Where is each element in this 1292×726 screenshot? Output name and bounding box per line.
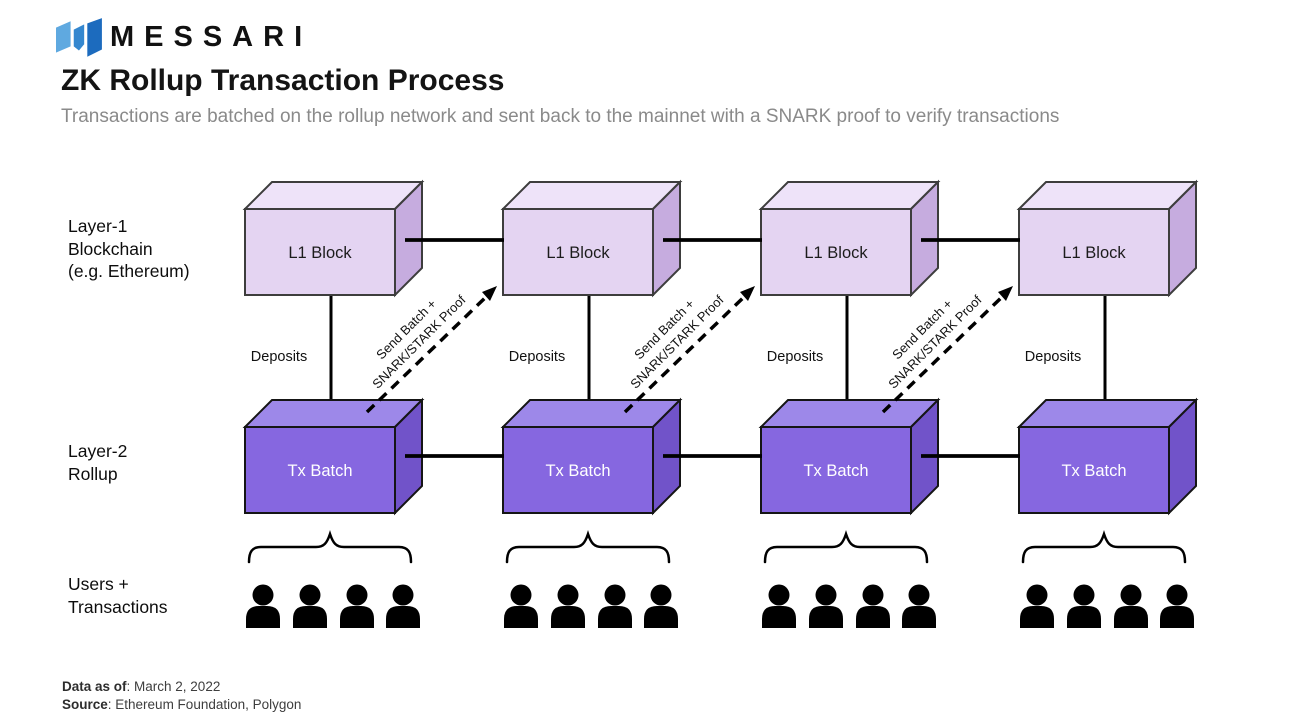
tx-batch-top-face <box>242 399 425 428</box>
user-icon <box>504 584 538 628</box>
send-batch-label: Send Batch + SNARK/STARK Proof <box>369 292 469 392</box>
row-label-line: Blockchain <box>68 238 153 259</box>
users-brace <box>505 530 671 564</box>
user-icon <box>1067 584 1101 628</box>
send-batch-arrow: Send Batch + SNARK/STARK Proof <box>365 286 497 414</box>
row-label-users: Users + Transactions <box>68 573 168 618</box>
l1-block-front-face <box>760 208 912 296</box>
user-icon <box>902 584 936 628</box>
page-subtitle: Transactions are batched on the rollup n… <box>61 106 1060 127</box>
footer-source-value: : Ethereum Foundation, Polygon <box>107 696 302 712</box>
tx-batch-top-face <box>758 399 941 428</box>
users-brace <box>763 530 929 564</box>
deposit-arrow <box>1097 296 1113 417</box>
user-icon <box>551 584 585 628</box>
l1-block-top-face <box>758 181 941 210</box>
row-label-line: Rollup <box>68 463 118 484</box>
l1-block-box: L1 Block <box>242 179 425 298</box>
arrow-up-right-icon <box>740 286 755 301</box>
user-icon <box>246 584 280 628</box>
l1-block-box: L1 Block <box>1016 179 1199 298</box>
user-icon <box>1114 584 1148 628</box>
l1-block-box: L1 Block <box>500 179 683 298</box>
tx-batch-box: Tx Batch <box>500 397 683 516</box>
tx-batch-front-face <box>760 426 912 514</box>
user-icon <box>340 584 374 628</box>
tx-batch-top-face <box>1016 399 1199 428</box>
deposits-label: Deposits <box>1025 349 1081 365</box>
l1-block-top-face <box>242 181 425 210</box>
footer-source-label: Source <box>62 696 108 712</box>
send-batch-arrow: Send Batch + SNARK/STARK Proof <box>623 286 755 414</box>
deposits-label: Deposits <box>509 349 565 365</box>
row-label-line: (e.g. Ethereum) <box>68 261 190 281</box>
tx-batch-label: Tx Batch <box>803 462 868 480</box>
row-label-line: Layer-1 <box>68 216 128 236</box>
l1-block-box: L1 Block <box>758 179 941 298</box>
deposit-arrow <box>581 296 597 417</box>
l1-block-label: L1 Block <box>1062 244 1126 262</box>
user-icon <box>809 584 843 628</box>
messari-logo-icon <box>56 18 102 57</box>
l1-block-label: L1 Block <box>288 244 352 262</box>
footer: Data as of: March 2, 2022 Source: Ethere… <box>62 678 301 713</box>
diagram-column: L1 Block Deposits Tx Batch <box>758 179 941 628</box>
user-icon <box>856 584 890 628</box>
tx-batch-front-face <box>1018 426 1170 514</box>
tx-batch-box: Tx Batch <box>1016 397 1199 516</box>
user-icon <box>1020 584 1054 628</box>
tx-batch-front-face <box>244 426 396 514</box>
tx-batch-label: Tx Batch <box>545 462 610 480</box>
tx-batch-front-face <box>502 426 654 514</box>
deposits-label: Deposits <box>251 349 307 365</box>
footer-data-as-of-value: : March 2, 2022 <box>126 679 221 694</box>
user-icon <box>1160 584 1194 628</box>
send-batch-arrow: Send Batch + SNARK/STARK Proof <box>881 286 1013 414</box>
row-label-layer1: Layer-1 Blockchain (e.g. Ethereum) <box>68 215 190 283</box>
users-brace <box>247 530 413 564</box>
send-batch-label: Send Batch + SNARK/STARK Proof <box>885 292 985 392</box>
arrow-up-right-icon <box>482 286 497 301</box>
l1-block-front-face <box>502 208 654 296</box>
diagram-column: L1 Block Deposits Tx Batch <box>500 179 683 628</box>
row-label-line: Users + <box>68 574 129 594</box>
row-label-layer2: Layer-2 Rollup <box>68 440 127 485</box>
diagram-column: L1 Block Deposits Tx Batch <box>242 179 425 628</box>
tx-batch-box: Tx Batch <box>758 397 941 516</box>
l1-block-label: L1 Block <box>546 244 610 262</box>
tx-batch-box: Tx Batch <box>242 397 425 516</box>
footer-data-as-of-label: Data as of <box>62 679 127 694</box>
users-brace <box>1021 530 1187 564</box>
brand-name: MESSARI <box>110 21 313 53</box>
user-icon <box>644 584 678 628</box>
deposits-label: Deposits <box>767 349 823 365</box>
l1-block-top-face <box>1016 181 1199 210</box>
deposit-arrow <box>323 296 339 417</box>
user-icon <box>762 584 796 628</box>
l1-block-front-face <box>1018 208 1170 296</box>
tx-batch-top-face <box>500 399 683 428</box>
user-icon <box>386 584 420 628</box>
footer-data-as-of: Data as of: March 2, 2022 <box>62 678 301 696</box>
l1-block-top-face <box>500 181 683 210</box>
row-label-line: Layer-2 <box>68 441 128 461</box>
deposit-arrow <box>839 296 855 417</box>
diagram-column: L1 Block Deposits Tx Batch <box>1016 179 1199 628</box>
user-icon <box>598 584 632 628</box>
user-icon <box>293 584 327 628</box>
tx-batch-label: Tx Batch <box>1061 462 1126 480</box>
arrow-up-right-icon <box>998 286 1013 301</box>
footer-source: Source: Ethereum Foundation, Polygon <box>62 696 301 714</box>
tx-batch-label: Tx Batch <box>287 462 352 480</box>
l1-block-front-face <box>244 208 396 296</box>
logo-bar-right <box>87 18 102 57</box>
l1-block-label: L1 Block <box>804 244 868 262</box>
page-title: ZK Rollup Transaction Process <box>61 64 505 97</box>
row-label-line: Transactions <box>68 596 168 617</box>
send-batch-label: Send Batch + SNARK/STARK Proof <box>627 292 727 392</box>
logo-bar-left <box>56 21 71 53</box>
logo-bar-middle <box>73 24 85 51</box>
